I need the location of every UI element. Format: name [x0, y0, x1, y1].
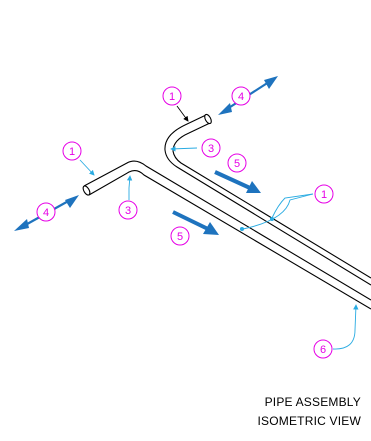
callout-label: 1 — [169, 91, 175, 103]
callout-5-top: 5 — [227, 153, 247, 173]
callout-1-right: 1 — [314, 184, 334, 204]
callout-6: 6 — [313, 339, 333, 359]
flow-arrow-lower — [172, 210, 219, 235]
callout-4-left: 4 — [36, 202, 56, 222]
callout-5-lower: 5 — [170, 226, 190, 246]
callout-4-top: 4 — [231, 86, 251, 106]
callout-label: 4 — [43, 207, 49, 219]
callout-1-top: 1 — [162, 86, 182, 106]
callout-1-left: 1 — [62, 141, 82, 161]
callout-label: 6 — [320, 344, 326, 356]
callout-label: 4 — [238, 91, 244, 103]
callout-label: 3 — [125, 205, 131, 217]
leader-lines — [79, 105, 359, 350]
flow-arrow-upper — [214, 170, 261, 193]
pipe-left — [82, 160, 371, 310]
callout-label: 5 — [234, 158, 240, 170]
callout-3-left: 3 — [118, 200, 138, 220]
title-line-1: PIPE ASSEMBLY — [264, 395, 361, 409]
callout-label: 3 — [208, 143, 214, 155]
callout-label: 1 — [69, 146, 75, 158]
title-line-2: ISOMETRIC VIEW — [257, 414, 361, 428]
callout-label: 1 — [321, 189, 327, 201]
callout-label: 5 — [177, 231, 183, 243]
pipe-right — [164, 113, 371, 286]
callout-3-top: 3 — [201, 138, 221, 158]
